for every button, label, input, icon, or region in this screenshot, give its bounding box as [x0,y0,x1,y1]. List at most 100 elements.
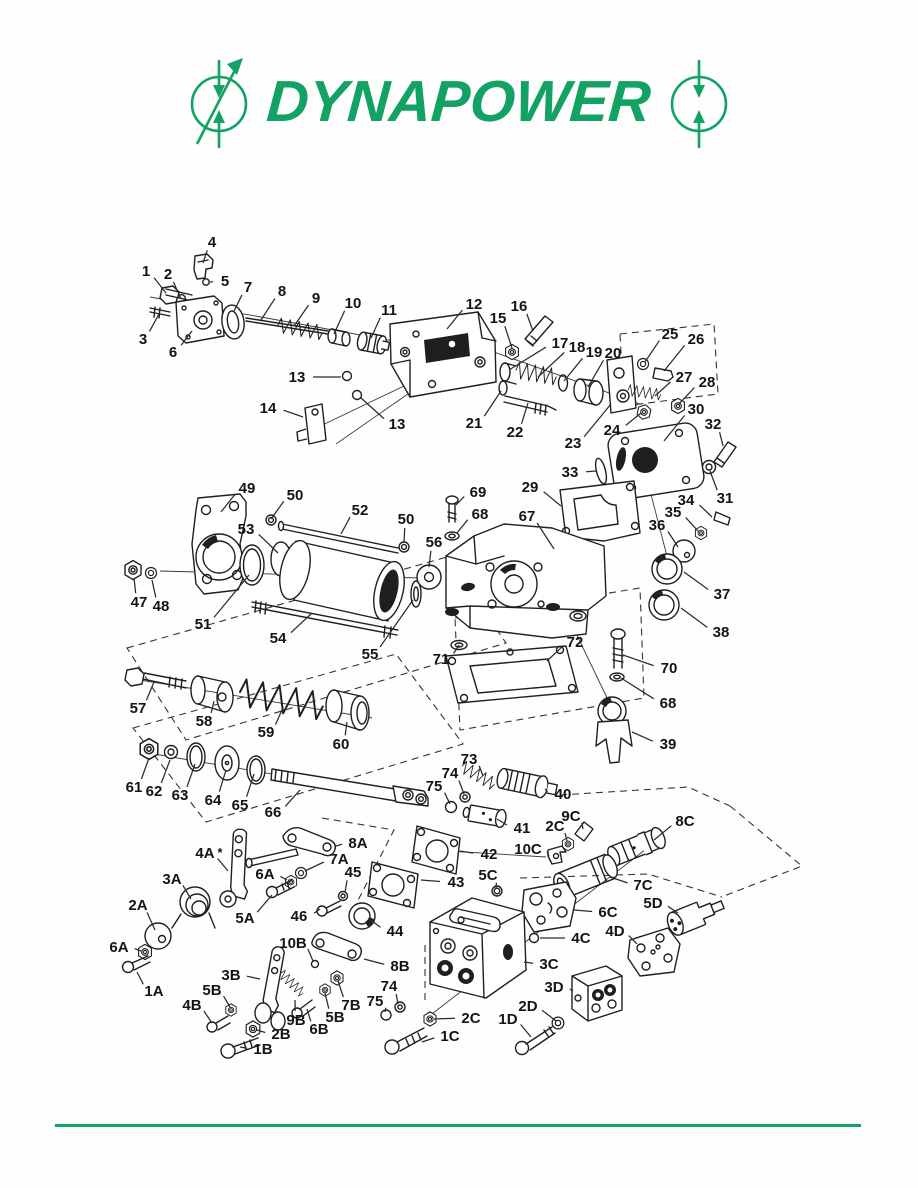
callout-leader-line [459,850,474,854]
callout-leader-line [260,297,276,321]
callout-leader-line [698,504,713,518]
callout-leader-line [180,330,193,346]
callout-leader-line [680,607,708,628]
callout-leader-line [523,961,534,964]
callout-leader-line [421,1037,435,1043]
callout-leader-line [444,792,451,805]
callout-leader-line [182,885,192,900]
part-callout-33: 33 [562,464,579,481]
part-callout-68: 68 [660,695,677,712]
callout-leader-line [609,876,628,884]
part-callout-32: 32 [705,416,722,433]
spool-flange-assembly-sketch [316,760,559,930]
callout-leader-line [220,493,236,513]
part-callout-2A: 2A [128,897,147,914]
part-callout-3D: 3D [544,979,563,996]
callout-leader-line [585,470,597,473]
part-callout-34: 34 [678,492,695,509]
part-callout-62: 62 [146,783,163,800]
callout-leader-line [546,851,550,857]
part-callout-51: 51 [195,616,212,633]
callout-leader-line [145,681,155,701]
callout-leader-line [293,304,310,327]
callout-leader-line [283,409,304,418]
callout-leader-line [536,522,555,550]
callout-leader-line [622,654,654,667]
part-callout-61: 61 [126,779,143,796]
callout-leader-line [667,531,679,548]
callout-leader-line [344,880,348,893]
part-callout-17: 17 [552,335,569,352]
part-callout-3: 3 [139,331,147,348]
part-callout-29: 29 [522,479,539,496]
part-callout-58: 58 [196,713,213,730]
callout-leader-line [256,1029,266,1034]
callout-leader-line [202,250,208,264]
part-callout-5C: 5C [478,867,497,884]
callout-leader-line [520,402,529,424]
stroker-spring-assembly-sketch [124,667,429,807]
callout-leader-line [544,788,549,793]
callout-leader-line [654,381,672,397]
hydraulic-motor-symbol-icon [670,60,728,148]
callout-leader-line [134,948,142,952]
callout-leader-line [217,858,229,872]
cylinder-housing-assembly-sketch [124,493,633,764]
callout-leader-line [663,345,686,372]
callout-leader-line [368,918,381,928]
callout-leader-line [403,527,406,544]
callout-leader-line [246,773,255,797]
part-callout-4C: 4C [571,930,590,947]
callout-leader-line [160,759,171,784]
part-callout-2C: 2C [545,818,564,835]
part-callout-70: 70 [661,660,678,677]
callout-leader-line [140,757,150,780]
callout-leader-line [306,1008,312,1022]
part-callout-10C: 10C [514,841,542,858]
callout-leader-line [663,415,686,442]
callout-leader-line [340,516,351,535]
part-callout-66: 66 [265,804,282,821]
part-callout-9: 9 [312,290,320,307]
part-callout-27: 27 [676,369,693,386]
callout-leader-line [496,818,508,826]
part-callout-4: 4 [208,234,217,251]
part-callout-46: 46 [291,908,308,925]
part-callout-75: 75 [367,993,384,1010]
brand-header: DYNAPOWER [0,52,918,152]
callout-leader-line [274,709,283,725]
part-callout-4A: 4A [195,845,214,862]
part-callout-7A: 7A [329,851,348,868]
part-callout-4D: 4D [605,923,624,940]
part-callout-71: 71 [433,651,450,668]
part-callout-64: 64 [205,792,222,809]
axis-lines [139,296,669,1018]
part-callout-10B: 10B [279,935,307,952]
callout-leader-line [363,958,385,965]
part-callout-54: 54 [270,630,287,647]
callout-leader-line [203,1010,213,1024]
part-callout-2B: 2B [271,1026,290,1043]
part-callout-2C: 2C [461,1010,480,1027]
part-callout-45: 45 [345,864,362,881]
callout-leader-line [543,491,562,507]
part-callout-59: 59 [258,724,275,741]
part-callout-35: 35 [665,504,682,521]
hydraulic-pump-symbol-icon [190,58,248,148]
callout-leader-line [284,789,301,807]
callout-leader-line [667,905,679,914]
part-callout-23: 23 [565,435,582,452]
part-callout-1C: 1C [440,1028,459,1045]
part-callout-21: 21 [466,415,483,432]
part-callout-31: 31 [717,490,734,507]
part-callout-20: 20 [605,345,622,362]
callout-leader-line [508,346,547,371]
part-callout-68: 68 [472,506,489,523]
callout-leader-line [581,822,584,830]
part-callout-30: 30 [688,401,705,418]
part-callout-43: 43 [448,874,465,891]
linkage-a-assembly-sketch [121,826,337,974]
callout-leader-line [313,908,321,914]
callout-leader-line [620,677,655,700]
